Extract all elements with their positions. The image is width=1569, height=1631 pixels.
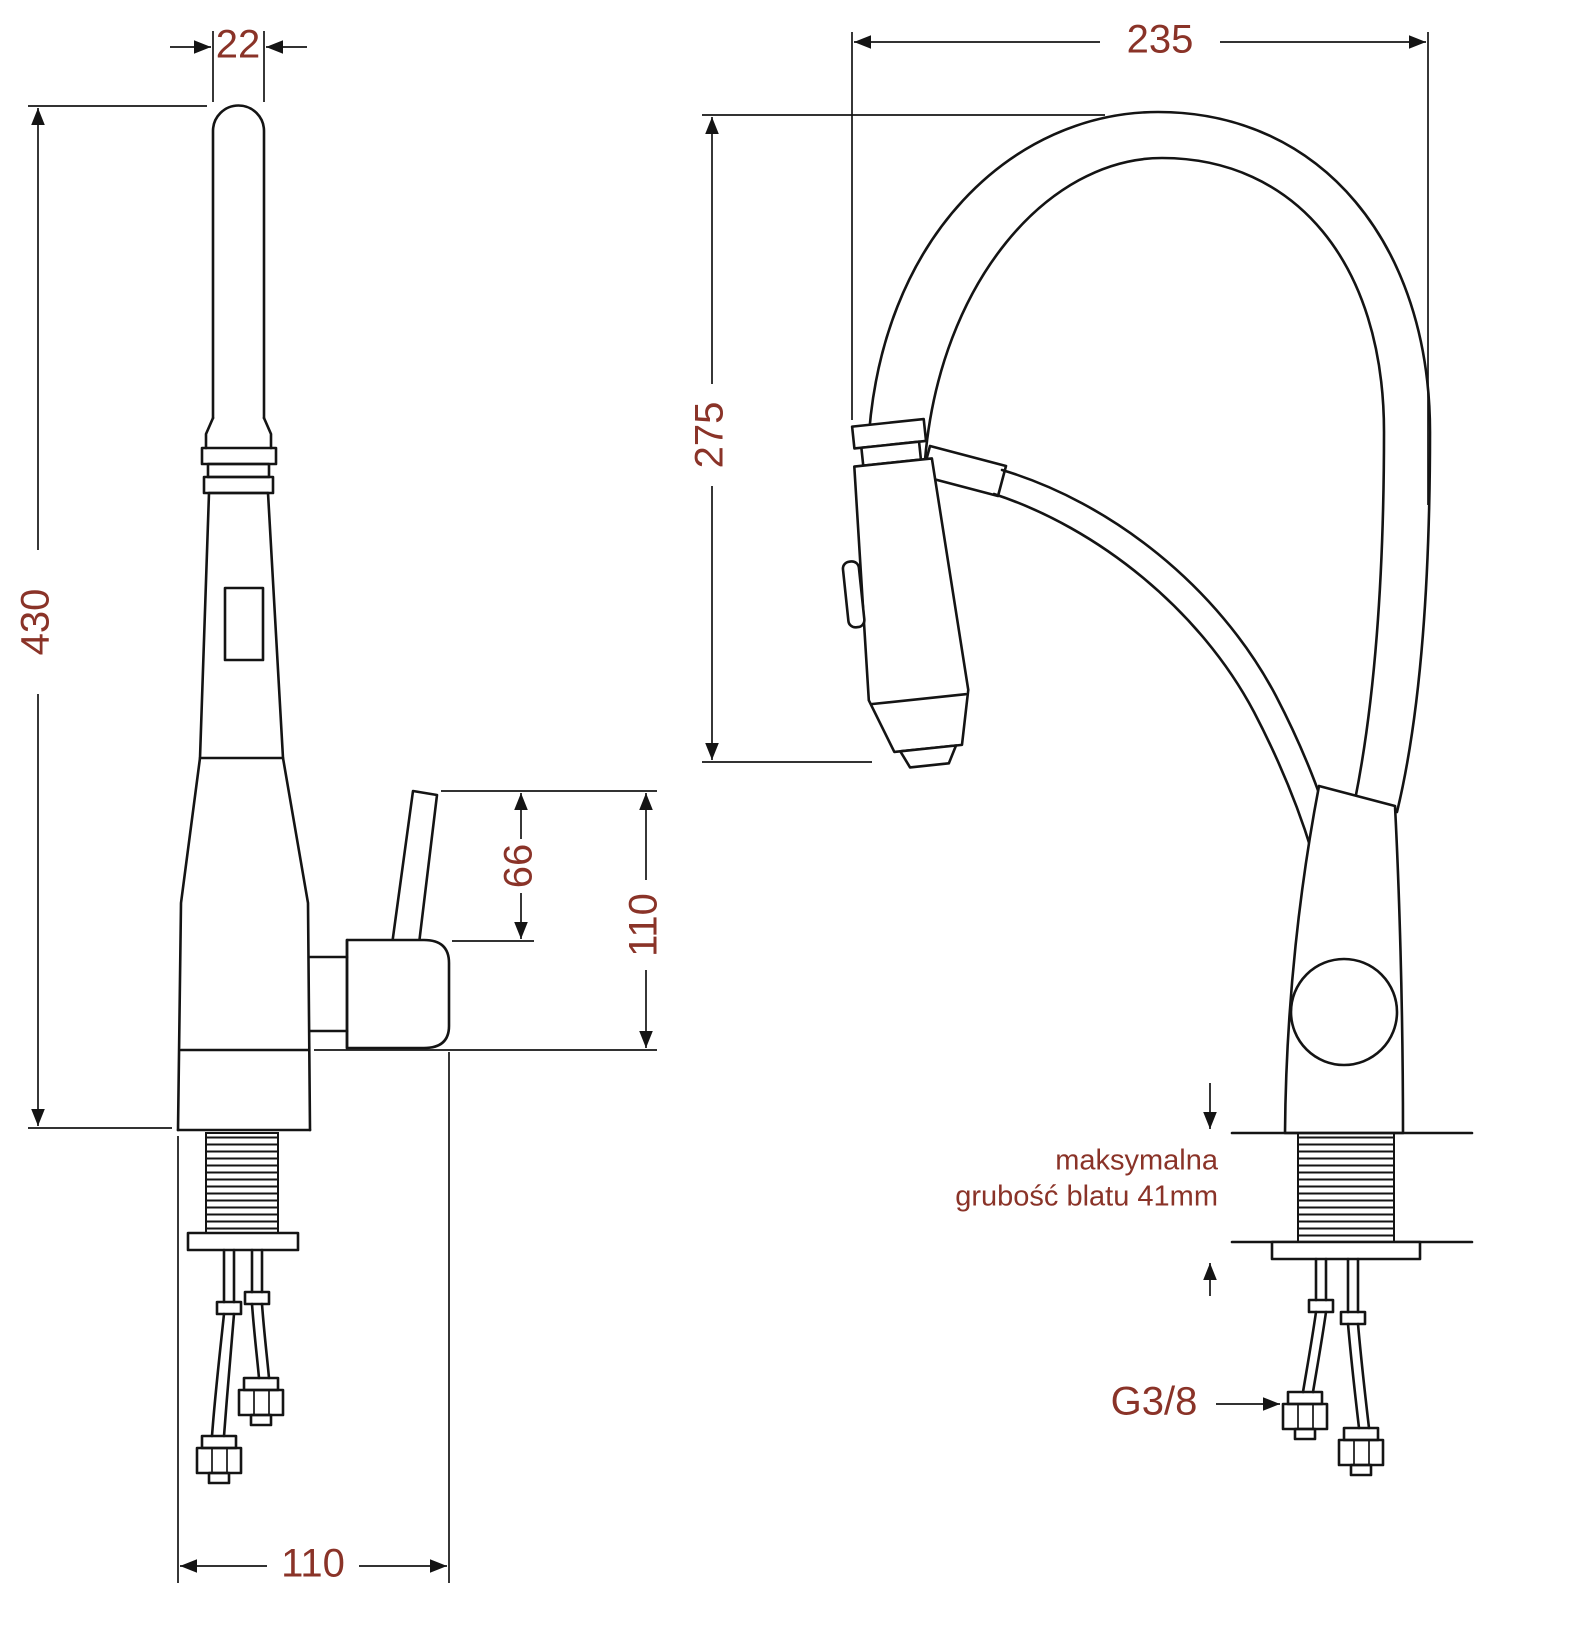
- spray-button: [841, 560, 866, 629]
- dim-spout-reach: 235: [851, 18, 1429, 505]
- dim-spout-height-label: 275: [688, 402, 732, 469]
- handle-side: [308, 789, 451, 1050]
- hose-nut: [237, 1388, 285, 1417]
- dim-spout-diameter: 22: [170, 23, 307, 102]
- handle-mount: [345, 938, 451, 1050]
- faucet-body-side: [176, 491, 312, 1132]
- mounting-washer: [1270, 1240, 1422, 1261]
- aerator-collars: [200, 416, 278, 495]
- hose-nut: [195, 1446, 243, 1475]
- swivel-joint: [1289, 957, 1399, 1067]
- thread-size-label: G3/8: [1111, 1380, 1198, 1424]
- counter-note-line1: maksymalna: [1055, 1145, 1219, 1177]
- spout-tube: [211, 104, 266, 420]
- supply-hoses-front: [1281, 1257, 1385, 1477]
- dim-handle-height-label: 66: [497, 844, 541, 889]
- mounting-thread-front: [1270, 1132, 1422, 1261]
- dim-total-height: 430: [14, 105, 207, 1129]
- thread-size-callout: G3/8: [1111, 1380, 1280, 1424]
- counter-thickness-note: maksymalna grubość blatu 41mm: [955, 1083, 1219, 1296]
- dim-total-height-label: 430: [14, 589, 58, 656]
- supply-hoses-side: [195, 1248, 285, 1485]
- faucet-body-front: [1283, 784, 1405, 1135]
- counter-note-line2: grubość blatu 41mm: [955, 1181, 1218, 1213]
- spout-hose-arc: [866, 110, 1432, 814]
- dim-spout-reach-label: 235: [1127, 18, 1194, 62]
- dim-spout-height: 275: [688, 114, 1105, 763]
- side-view: 22 430 66 110: [14, 23, 666, 1586]
- dim-base-depth-label: 110: [281, 1542, 345, 1586]
- handle-lever: [389, 789, 439, 954]
- spray-head: [841, 417, 970, 769]
- mounting-thread-side: [186, 1132, 300, 1252]
- dim-body-depth: 110: [314, 793, 666, 1051]
- hose-nut: [1337, 1438, 1385, 1467]
- dim-handle-height: 66: [441, 790, 657, 942]
- dim-spout-diameter-label: 22: [216, 23, 261, 67]
- body-window-detail: [223, 586, 265, 662]
- dim-base-depth: 110: [177, 1052, 450, 1586]
- hose-nut: [1281, 1402, 1329, 1431]
- mounting-washer: [186, 1231, 300, 1252]
- pull-out-hose: [920, 444, 1338, 854]
- dim-body-depth-label: 110: [622, 893, 666, 957]
- front-view: 235 275 maksymalna grubość blatu 41mm G3…: [688, 18, 1474, 1477]
